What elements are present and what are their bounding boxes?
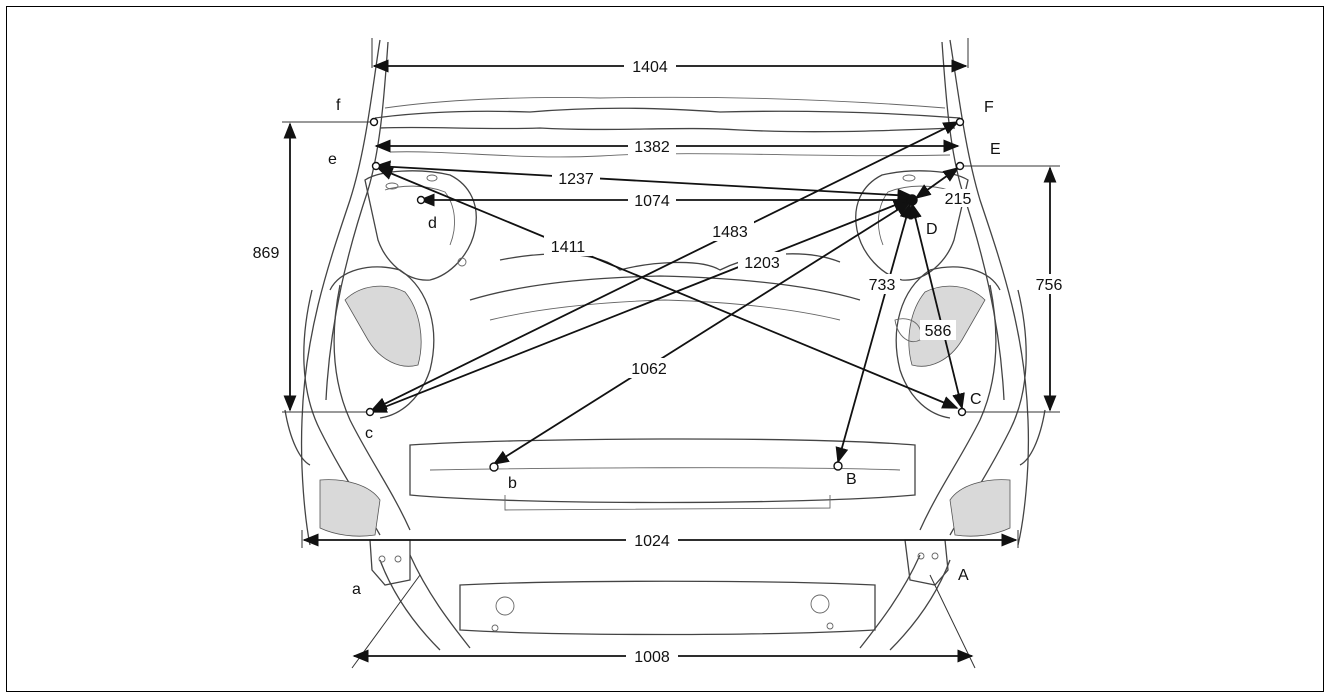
dim-label-1382: 1382 — [634, 139, 670, 156]
dim-label-1024: 1024 — [634, 533, 670, 550]
point-label-a: a — [352, 581, 361, 598]
reference-points — [365, 117, 967, 472]
dim-label-733: 733 — [869, 277, 896, 294]
figure-border — [6, 6, 1324, 692]
point-marker-E — [955, 161, 965, 171]
dim-label-1404: 1404 — [632, 59, 668, 76]
dim-label-586: 586 — [925, 323, 952, 340]
point-label-f: f — [336, 97, 341, 114]
dimension-labels: 1404 1382 1237 1074 1411 1483 1203 1062 … — [248, 56, 1068, 666]
point-label-B: B — [846, 471, 857, 488]
dim-label-1203: 1203 — [744, 255, 780, 272]
point-label-A: A — [958, 567, 969, 584]
point-label-b: b — [508, 475, 517, 492]
extension-lines — [282, 38, 1060, 669]
dim-line-215 — [914, 167, 960, 199]
dim-label-756: 756 — [1036, 277, 1063, 294]
point-marker-C — [957, 407, 967, 417]
point-marker-f — [369, 117, 379, 127]
dim-label-869: 869 — [253, 245, 280, 262]
point-marker-B — [833, 461, 843, 471]
point-label-e: e — [328, 151, 337, 168]
point-marker-D — [906, 194, 918, 206]
point-label-c: c — [365, 425, 373, 442]
dim-label-1411: 1411 — [551, 239, 586, 256]
point-label-D: D — [926, 221, 938, 238]
dim-label-215: 215 — [945, 191, 972, 208]
point-marker-d — [416, 195, 426, 205]
dim-label-1074: 1074 — [634, 193, 670, 210]
dim-label-1062: 1062 — [631, 361, 667, 378]
point-label-C: C — [970, 391, 982, 408]
dim-label-1237: 1237 — [558, 171, 594, 188]
point-marker-F — [955, 117, 965, 127]
dim-line-1203 — [370, 199, 910, 413]
point-label-F: F — [984, 99, 994, 116]
point-label-E: E — [990, 141, 1001, 158]
point-labels: f e d c b a F E D C B A — [328, 97, 1001, 598]
point-marker-b — [489, 462, 499, 472]
point-label-d: d — [428, 215, 437, 232]
point-marker-e — [371, 161, 381, 171]
point-marker-c — [365, 407, 375, 417]
body-outline — [284, 39, 1046, 651]
dim-line-586 — [909, 202, 965, 410]
dim-label-1483: 1483 — [712, 224, 748, 241]
dim-label-1008: 1008 — [634, 649, 670, 666]
dim-line-733 — [835, 202, 913, 464]
